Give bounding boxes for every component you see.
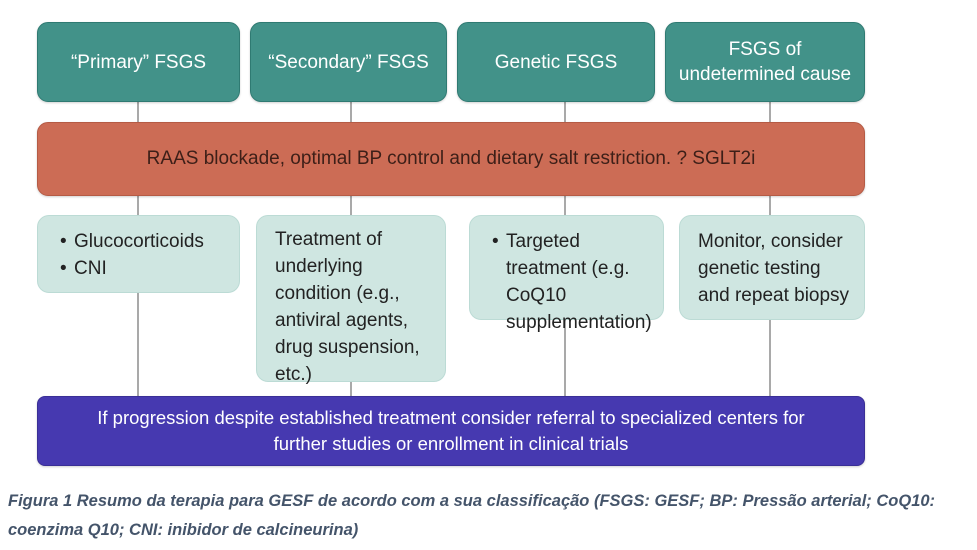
category-label: FSGS of undetermined cause (678, 39, 852, 85)
treatment-text: Treatment of underlying condition (e.g.,… (275, 229, 420, 385)
category-label: “Secondary” FSGS (268, 51, 429, 73)
progression-referral-text: If progression despite established treat… (97, 407, 805, 454)
treatment-box-secondary[interactable]: Treatment of underlying condition (e.g.,… (256, 215, 446, 385)
category-box-undetermined-cause-fsgs[interactable]: FSGS of undetermined cause (665, 22, 865, 102)
treatment-list: Glucocorticoids CNI (38, 228, 239, 282)
list-item: CNI (60, 255, 233, 282)
raas-blockade-text: RAAS blockade, optimal BP control and di… (146, 148, 756, 169)
list-item: Targeted treatment (e.g. CoQ10 supplemen… (492, 228, 657, 336)
connector-raas-to-treatment-2 (350, 194, 352, 218)
category-label: “Primary” FSGS (70, 51, 207, 73)
connector-raas-to-treatment-1 (137, 194, 139, 218)
connector-treatment-1-to-progression (137, 215, 139, 398)
category-box-primary-fsgs[interactable]: “Primary” FSGS (37, 22, 240, 102)
category-label: Genetic FSGS (494, 51, 618, 73)
figure-caption: Figura 1 Resumo da terapia para GESF de … (8, 492, 936, 539)
category-box-secondary-fsgs[interactable]: “Secondary” FSGS (250, 22, 447, 102)
connector-category-3-to-raas (564, 100, 566, 124)
treatment-box-primary[interactable]: Glucocorticoids CNI (37, 215, 240, 293)
connector-raas-to-treatment-3 (564, 194, 566, 218)
category-box-genetic-fsgs[interactable]: Genetic FSGS (457, 22, 655, 102)
connector-category-1-to-raas (137, 100, 139, 124)
progression-referral-bar[interactable]: If progression despite established treat… (37, 396, 865, 466)
treatment-box-undetermined[interactable]: Monitor, consider genetic testing and re… (679, 215, 865, 320)
connector-category-4-to-raas (769, 100, 771, 124)
raas-blockade-bar[interactable]: RAAS blockade, optimal BP control and di… (37, 122, 865, 196)
connector-treatment-2-to-progression (350, 380, 352, 398)
treatment-list: Targeted treatment (e.g. CoQ10 supplemen… (470, 228, 663, 336)
connector-raas-to-treatment-4 (769, 194, 771, 218)
treatment-text: Monitor, consider genetic testing and re… (698, 231, 850, 306)
treatment-box-genetic[interactable]: Targeted treatment (e.g. CoQ10 supplemen… (469, 215, 664, 333)
list-item: Glucocorticoids (60, 228, 233, 255)
connector-category-2-to-raas (350, 100, 352, 124)
